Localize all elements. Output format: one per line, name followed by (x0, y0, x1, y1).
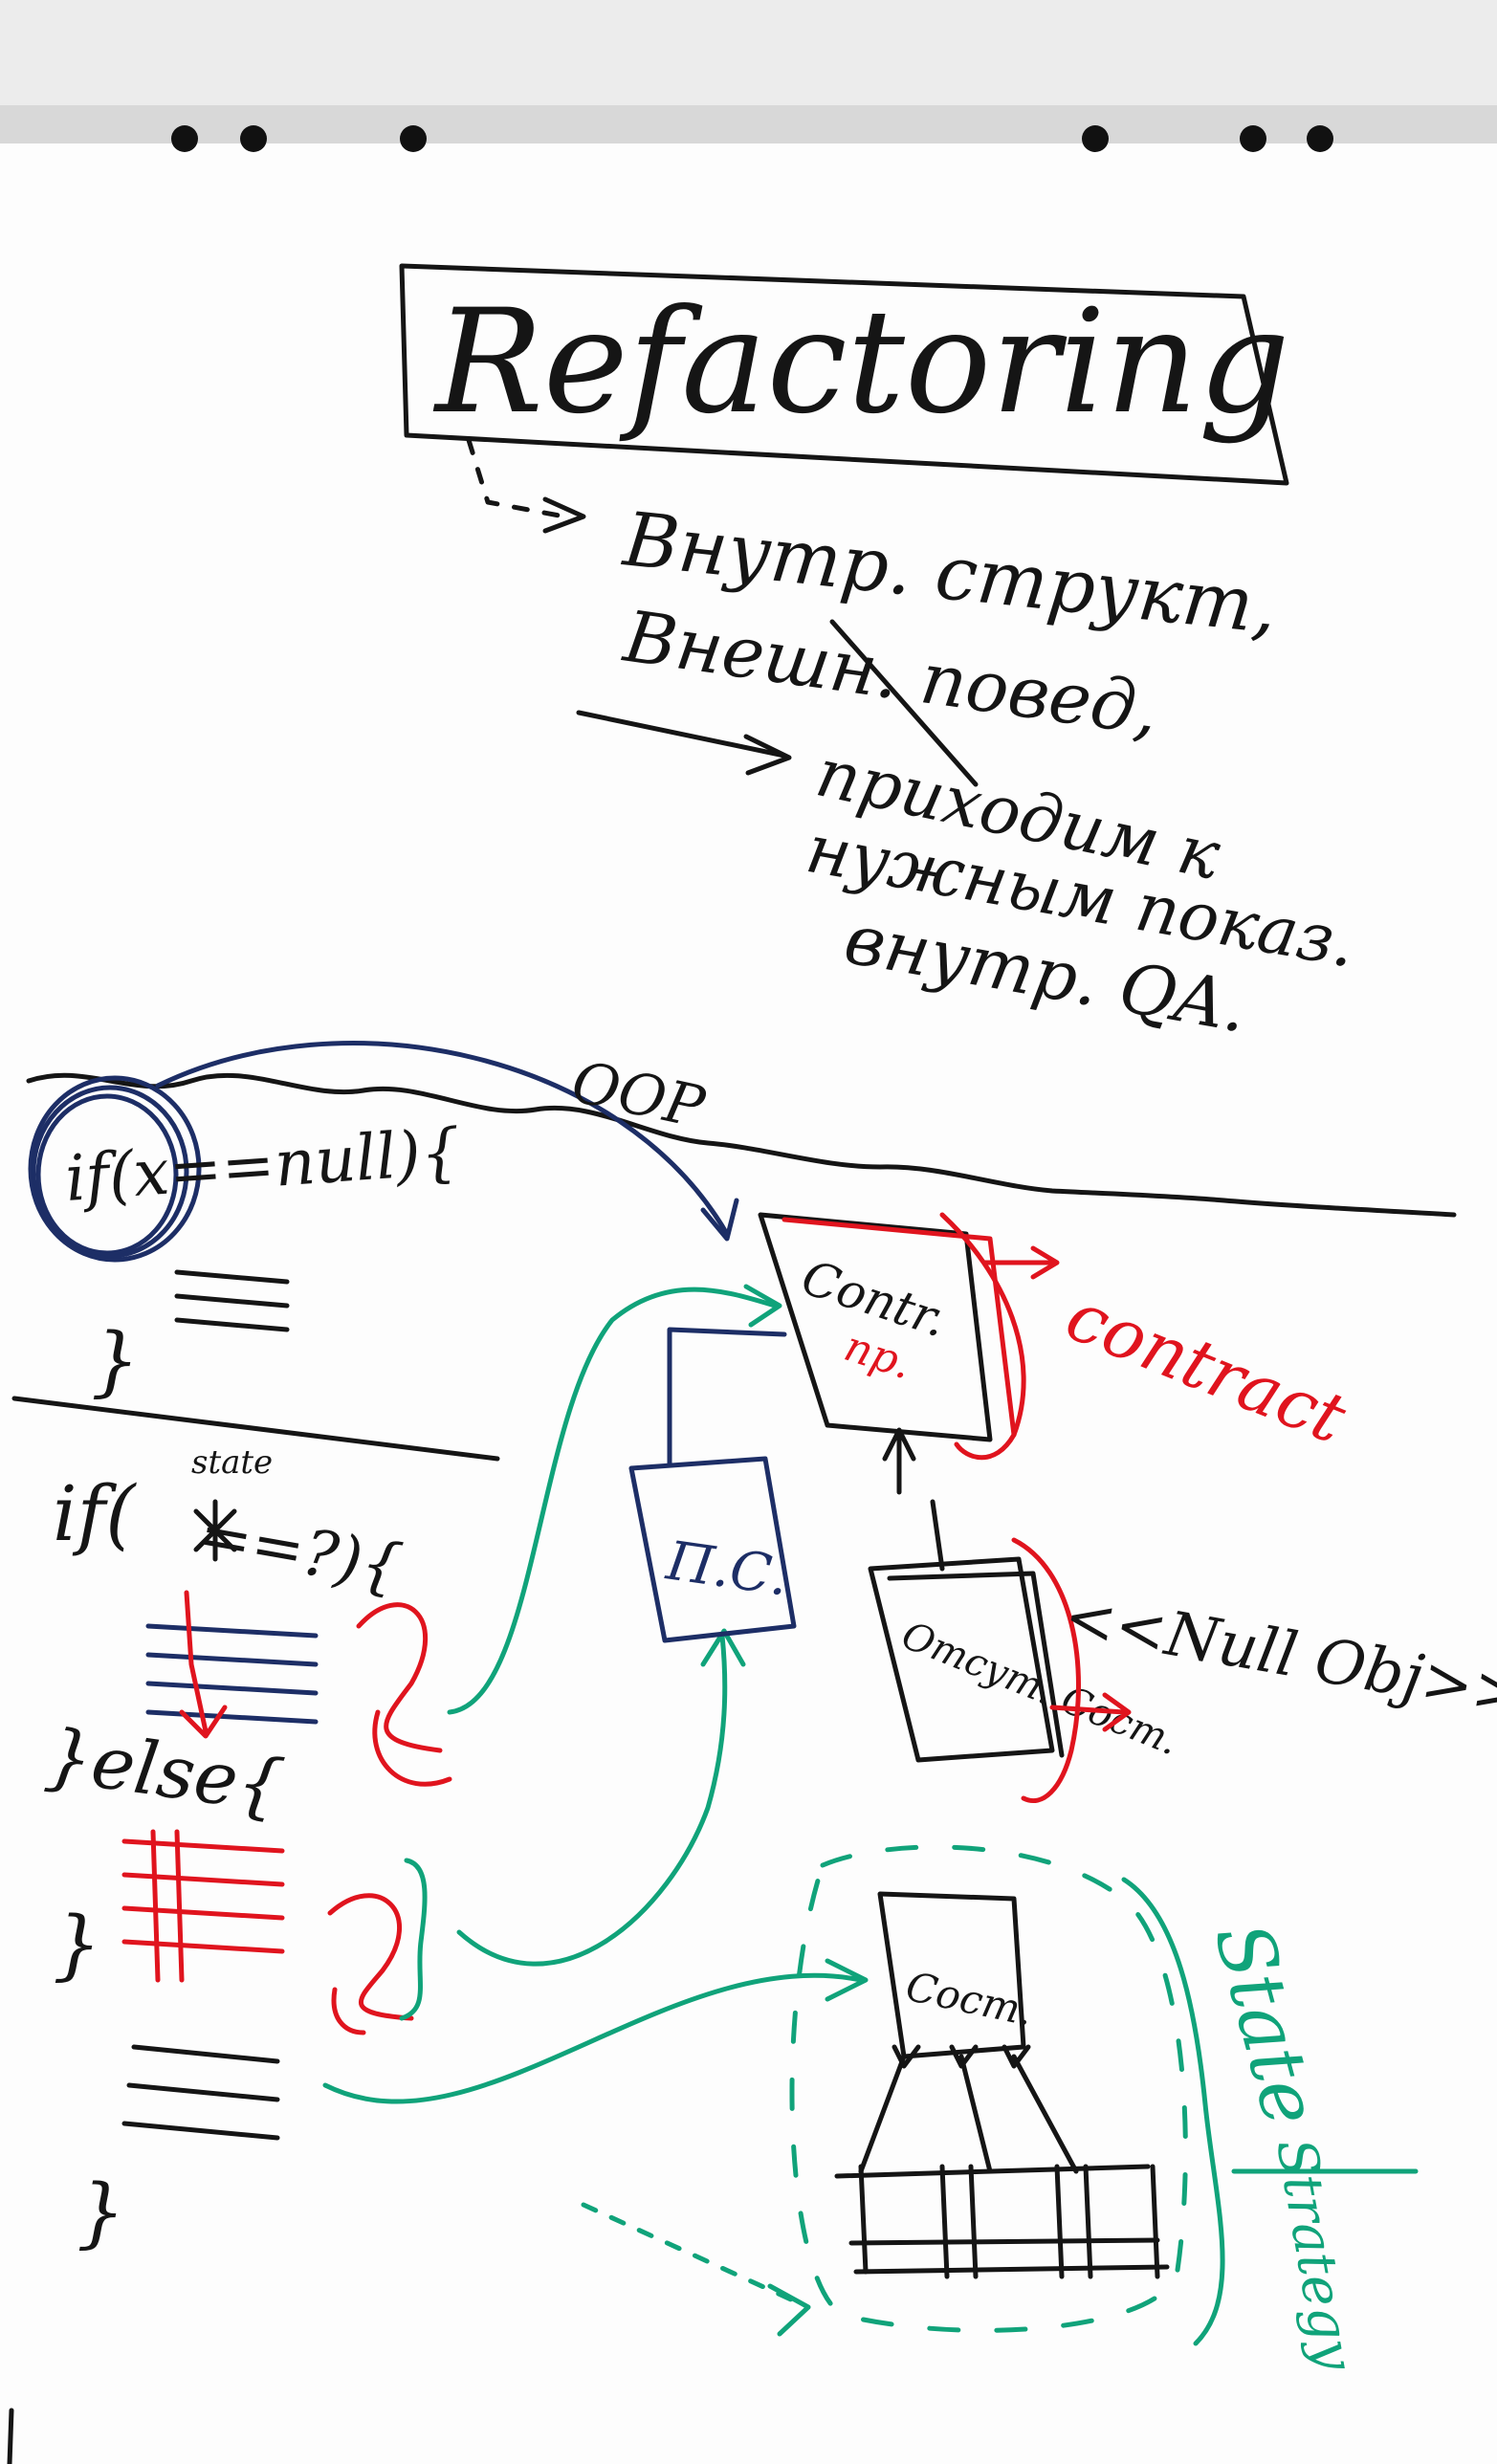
wavy-divider (26, 1072, 1457, 1218)
pc-box: П.С. (628, 1327, 797, 1643)
contract-label: contract (1056, 1275, 1358, 1460)
red-arrow-null-head (1102, 1692, 1132, 1732)
oop-label: OOP (566, 1048, 712, 1142)
teal-arrow-to-state-head (825, 1958, 869, 2002)
code-close-1: } (91, 1316, 140, 1405)
title-arrow-head (542, 496, 586, 534)
red-branch-markers (327, 1602, 452, 2035)
code-body-lines-2 (145, 1590, 319, 1739)
oop-arc-head (700, 1198, 739, 1242)
teal-bracket-2 (399, 1858, 428, 2021)
code-close-3: } (77, 2167, 125, 2256)
note-arrow-head (743, 734, 792, 776)
code-close-2: } (53, 1900, 101, 1989)
title-text: Refactoring (432, 279, 1290, 446)
flipchart-rail (0, 0, 1497, 152)
code-else: }else{ (40, 1712, 289, 1830)
teal-arrow-to-contract (447, 1287, 778, 1715)
title-box: Refactoring (399, 263, 1290, 486)
red-arrow-contract-head (1030, 1245, 1060, 1280)
code-if-state: if( (53, 1469, 137, 1558)
code-state-word: state (191, 1443, 273, 1482)
teal-arrow-to-state (322, 1972, 864, 2104)
state-star-mark (193, 1499, 237, 1562)
teal-dotted-arrow-head (767, 2283, 811, 2337)
bottom-margin-mark (7, 2408, 14, 2464)
note-strike-line (829, 619, 979, 787)
if-circle-highlight (28, 1075, 202, 1263)
state-label: State (1198, 1914, 1336, 2135)
code-state-compare: ==?){ (193, 1497, 407, 1605)
pc-box-label: П.С. (662, 1529, 792, 1608)
oop-arc-arrow (155, 1041, 730, 1237)
state-group-outline (789, 1844, 1188, 2333)
code-body-lines-4 (121, 2044, 280, 2141)
code-body-lines-3 (121, 1829, 285, 1983)
contract-box: Contr. пр. (758, 1212, 1026, 1495)
state-group-bracket (1121, 1877, 1225, 2346)
refactoring-notes: Внутр. структ, Внешн. повед, приходим к … (576, 496, 1361, 1048)
state-box: Сост. (858, 1891, 1079, 2174)
code-body-lines-1 (174, 1269, 290, 1332)
code-if-null: if(x==null){ (63, 1114, 463, 1216)
red-arrow-null (1049, 1705, 1127, 1715)
teal-arrow-to-pc-head (700, 1628, 746, 1667)
title-dotted-arrow (466, 437, 567, 519)
state-implementations (834, 2164, 1170, 2279)
teal-dotted-arrow (581, 2202, 806, 2308)
teal-arrow-to-pc (456, 1633, 728, 1967)
teal-arrow-to-contract-head (743, 1284, 782, 1328)
note-arrow (576, 710, 787, 759)
section-divider (11, 1396, 500, 1462)
